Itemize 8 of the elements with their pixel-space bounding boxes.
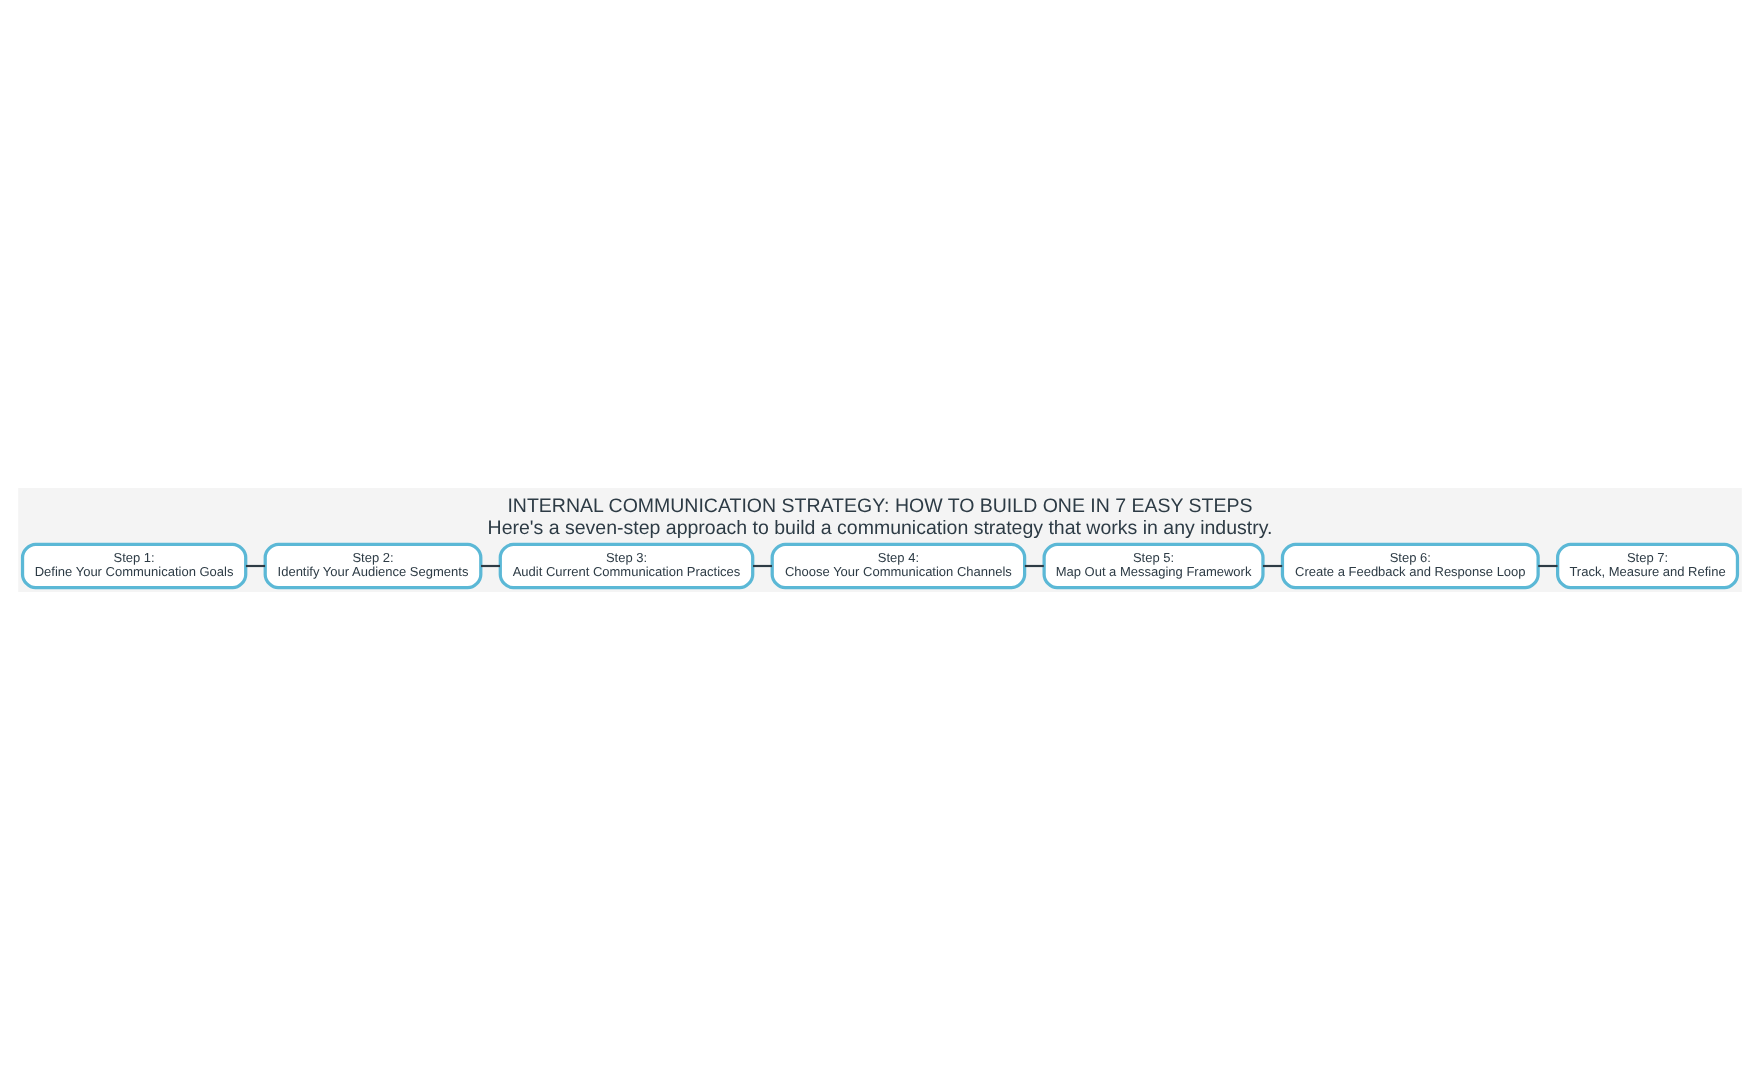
connector — [481, 564, 500, 568]
caption: Here's a seven-step approach to build a communication strategy that works in any industry. — [487, 517, 1273, 540]
connector — [1262, 564, 1283, 568]
diagram-title: INTERNAL COMMUNICATION STRATEGY: HOW TO BUILD ONE IN 7 EASY STEPS — [507, 496, 1253, 519]
connector — [245, 564, 266, 568]
connector — [1538, 564, 1558, 568]
connector — [1024, 564, 1044, 568]
connector — [753, 564, 772, 568]
